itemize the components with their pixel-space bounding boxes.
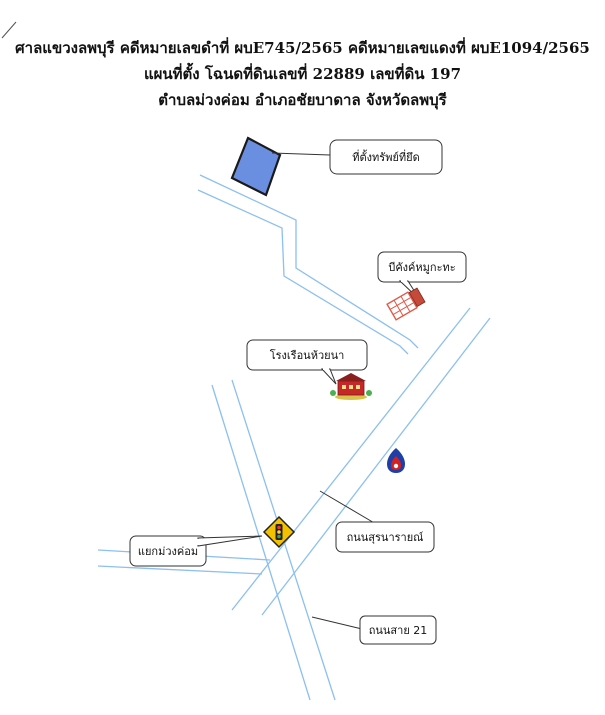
title-line-3: ตำบลม่วงค่อม อำเภอชัยบาดาล จังหวัดลพบุรี [158, 91, 447, 109]
road-21-edge-a [211, 384, 311, 701]
label-road-main: ถนนสุรนารายณ์ [347, 531, 424, 544]
property-parcel[interactable] [230, 136, 282, 197]
road-surana-edge-a [231, 307, 471, 611]
label-property: ที่ตั้งทรัพย์ที่ยึด [352, 149, 419, 164]
callout-road-main: ถนนสุรนารายณ์ [319, 490, 435, 553]
callout-property: ที่ตั้งทรัพย์ที่ยึด [271, 139, 443, 175]
road-surana-edge-b [261, 317, 491, 616]
callout-junction: แยกม่วงค่อม [129, 535, 263, 567]
callout-road-21: ถนนสาย 21 [311, 615, 437, 645]
label-restaurant: บีคังค์หมูกะทะ [388, 261, 455, 274]
title-line-1: ศาลแขวงลพบุรี คดีหมายเลขดำที่ ผบE745/256… [15, 39, 590, 57]
restaurant-building-icon [386, 287, 426, 321]
callout-restaurant: บีคังค์หมูกะทะ [377, 251, 467, 301]
school-building-icon [330, 373, 372, 400]
road-upper-edge-b [197, 189, 409, 355]
label-school: โรงเรือนห้วยนา [270, 348, 345, 362]
scan-mark [1, 21, 17, 39]
label-junction: แยกม่วงค่อม [138, 545, 198, 558]
ptt-fuel-station-icon [387, 448, 405, 473]
callout-school: โรงเรือนห้วยนา [246, 339, 368, 385]
label-road-21: ถนนสาย 21 [369, 624, 428, 637]
traffic-light-sign-icon [262, 515, 296, 549]
road-upper-edge-a [199, 174, 419, 349]
title-line-2: แผนที่ตั้ง โฉนดที่ดินเลขที่ 22889 เลขที่… [143, 65, 462, 83]
road-branch-edge-b [97, 565, 263, 575]
